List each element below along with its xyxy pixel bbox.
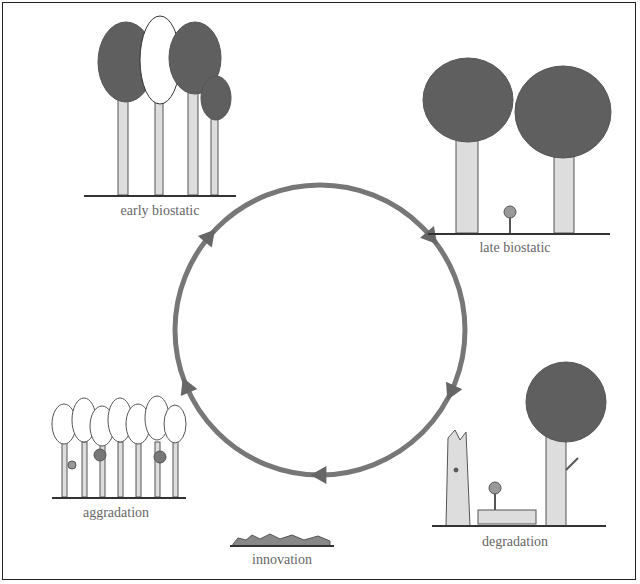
stage-label: early biostatic <box>121 203 200 218</box>
stage-label: aggradation <box>83 505 149 520</box>
early-biostatic-trees <box>84 16 236 196</box>
cycle-arrowhead <box>420 226 437 244</box>
aggradation-trees <box>52 396 186 498</box>
stage-label: late biostatic <box>479 240 550 255</box>
stage-label: degradation <box>482 534 548 549</box>
cycle-arrowhead <box>446 382 462 400</box>
cycle-arrowhead <box>310 466 326 484</box>
late-biostatic-trees <box>423 58 611 234</box>
cycle-ring <box>175 185 465 484</box>
cycle-circle <box>175 185 465 475</box>
stage-label: innovation <box>252 552 312 567</box>
cycle-arrowhead <box>198 229 215 247</box>
innovation-ground <box>230 534 334 546</box>
cycle-arrowhead <box>181 378 198 396</box>
degradation-trees <box>432 362 606 526</box>
